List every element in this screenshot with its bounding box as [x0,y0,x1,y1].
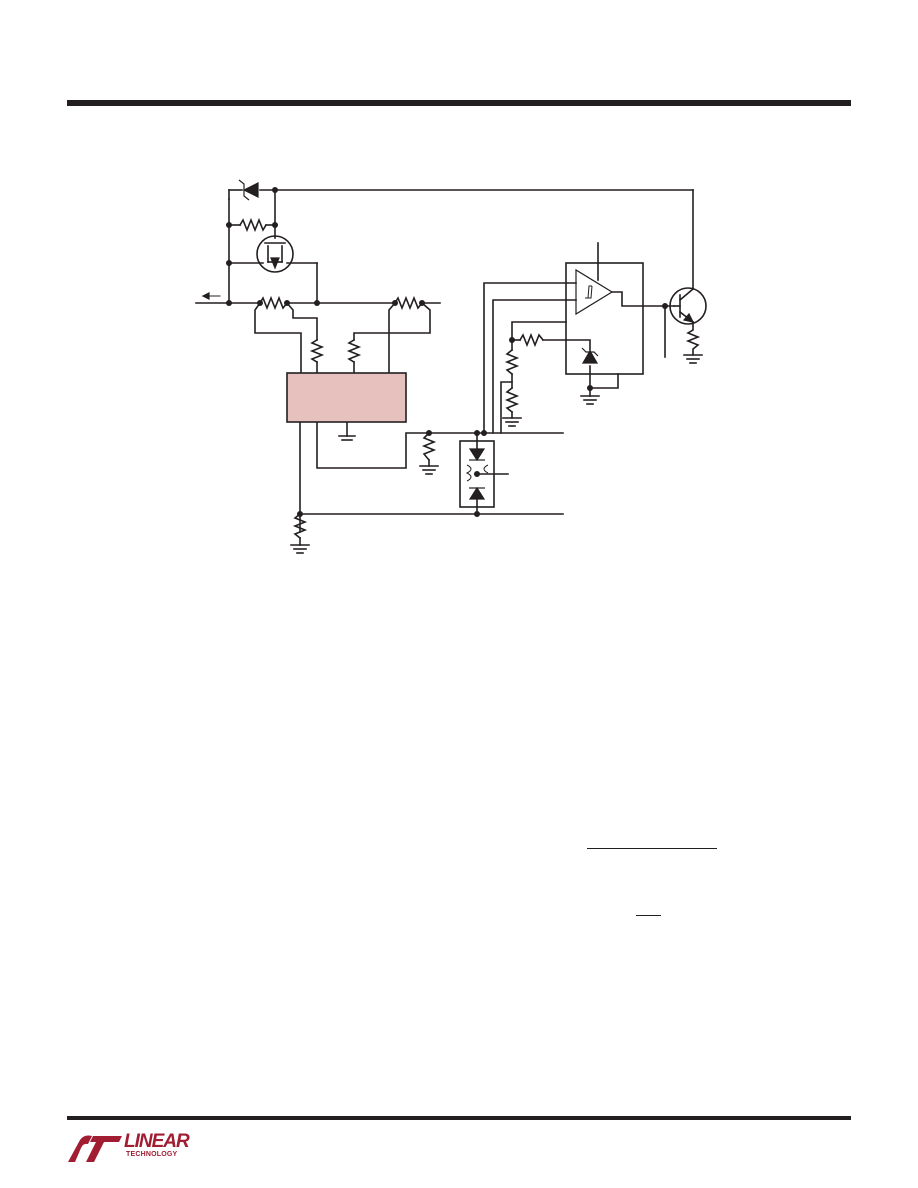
diode-top [242,182,259,198]
wire-comp-in2 [492,299,577,434]
mosfet-body [256,235,294,273]
npn-body [669,287,707,325]
wire-comp-ref [511,321,567,341]
lt-logo-icon [68,1135,122,1162]
resistor-div-1 [504,348,520,376]
linear-technology-logo: LINEAR TECHNOLOGY [66,1132,196,1166]
bottom-rule [67,1116,851,1120]
comparator-box [565,262,644,375]
opto-photodiode [468,486,486,500]
resistor-emitter [685,321,701,356]
resistor-top [238,217,268,233]
wire-ic-mid [316,421,564,469]
fraction-bar-long [587,848,717,849]
resistor-ref [518,332,545,348]
logo-word-linear: LINEAR [124,1131,190,1152]
fraction-bar-short [636,915,661,916]
zener-ref [581,349,599,364]
kelvin-loop-1 [254,301,302,374]
controller-ic [286,372,407,423]
sense-resistor-1 [258,295,289,311]
opto-led [468,448,486,462]
wire-comp-in1 [483,282,577,434]
resistor-div-2 [504,386,520,414]
top-rule [67,100,851,106]
sense-resistor-2 [393,295,424,311]
kelvin-loop-2 [388,301,397,374]
wire-comp-fb [500,381,513,434]
resistor-ic-2 [346,338,362,364]
resistor-bottom-left [292,512,308,540]
kelvin-loop-2b [353,301,431,341]
hysteresis-symbol [585,285,593,299]
kelvin-loop-1b [285,301,318,341]
circuit-schematic [195,179,707,554]
resistor-mid [421,431,437,462]
resistor-ic-1 [309,338,325,364]
logo-word-technology: TECHNOLOGY [126,1151,178,1158]
wire-comp-out [611,291,675,307]
wire-ref-zener [542,339,591,351]
